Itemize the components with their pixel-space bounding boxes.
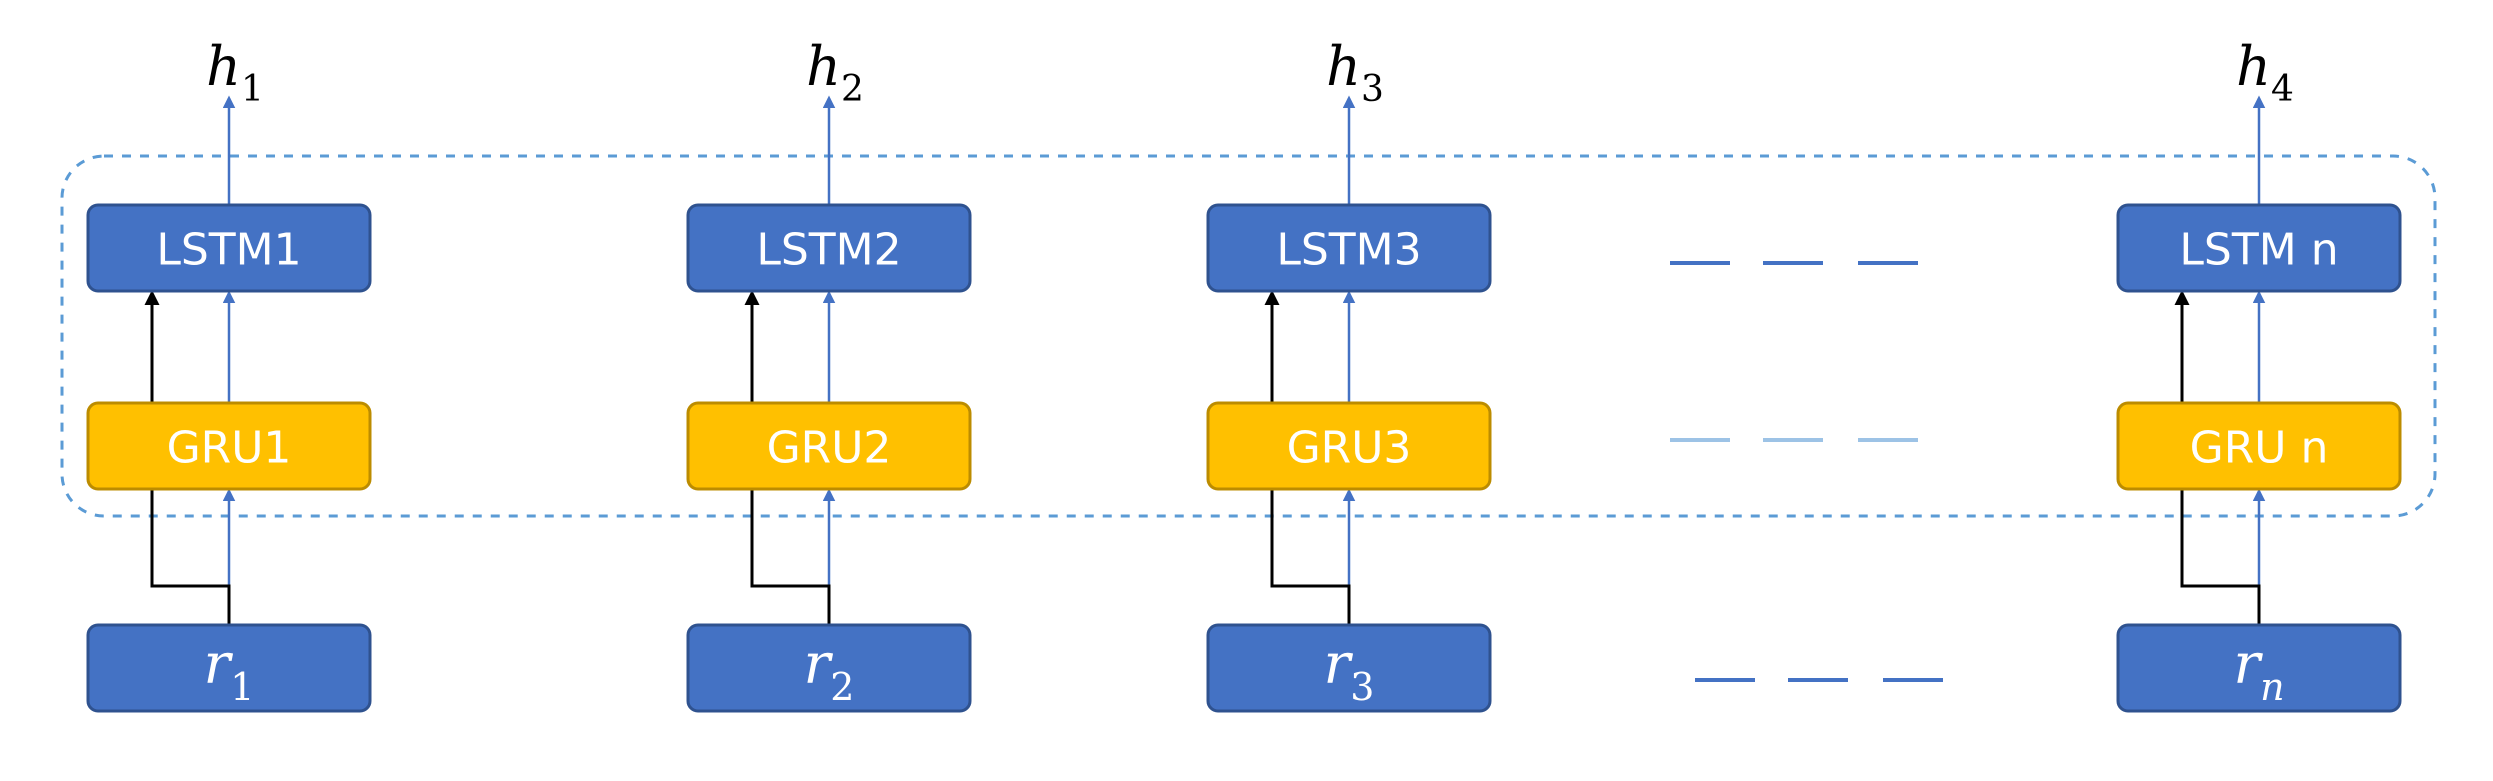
lstm-cell-2: [686, 203, 972, 293]
output-base: h: [2236, 35, 2271, 98]
input-cell-4: [2116, 623, 2402, 713]
input-cell-2: [686, 623, 972, 713]
input-cell-1: [86, 623, 372, 713]
group-boundary: [60, 154, 2437, 518]
output-sub: 2: [841, 69, 864, 110]
input-label-1: r1: [204, 632, 255, 709]
gru-label-1: GRU1: [167, 423, 292, 474]
gru-label-3: GRU3: [1287, 423, 1412, 474]
lstm-label-2: LSTM2: [756, 225, 901, 276]
output-label-4: h4: [2236, 35, 2294, 110]
output-sub: 4: [2271, 69, 2294, 110]
gru-cell-3: [1206, 401, 1492, 491]
input-base: r: [204, 632, 234, 697]
output-base: h: [1326, 35, 1361, 98]
input-cell-3: [1206, 623, 1492, 713]
output-sub: 3: [1361, 69, 1384, 110]
input-base: r: [2233, 632, 2263, 697]
lstm-cell-4: [2116, 203, 2402, 293]
lstm-cell-3: [1206, 203, 1492, 293]
input-sub: 2: [830, 665, 854, 709]
boxes-layer: LSTM1GRU1r1h1LSTM2GRU2r2h2LSTM3GRU3r3h3L…: [86, 35, 2402, 713]
input-sub: 3: [1350, 665, 1374, 709]
arrows-layer: [144, 95, 2266, 625]
output-label-3: h3: [1326, 35, 1384, 110]
input-base: r: [1324, 632, 1354, 697]
output-sub: 1: [241, 69, 264, 110]
output-base: h: [806, 35, 841, 98]
input-base: r: [804, 632, 834, 697]
gru-cell-1: [86, 401, 372, 491]
lstm-label-1: LSTM1: [156, 225, 301, 276]
gru-label-4: GRU n: [2190, 423, 2329, 474]
input-sub: n: [2260, 665, 2284, 709]
lstm-cell-1: [86, 203, 372, 293]
lstm-label-3: LSTM3: [1276, 225, 1421, 276]
input-label-3: r3: [1324, 632, 1375, 709]
output-label-2: h2: [806, 35, 864, 110]
input-sub: 1: [230, 665, 254, 709]
input-label-2: r2: [804, 632, 855, 709]
gru-label-2: GRU2: [767, 423, 892, 474]
gru-cell-2: [686, 401, 972, 491]
lstm-label-4: LSTM n: [2179, 225, 2338, 276]
output-base: h: [206, 35, 241, 98]
output-label-1: h1: [206, 35, 264, 110]
input-label-4: rn: [2233, 632, 2284, 709]
gru-cell-4: [2116, 401, 2402, 491]
